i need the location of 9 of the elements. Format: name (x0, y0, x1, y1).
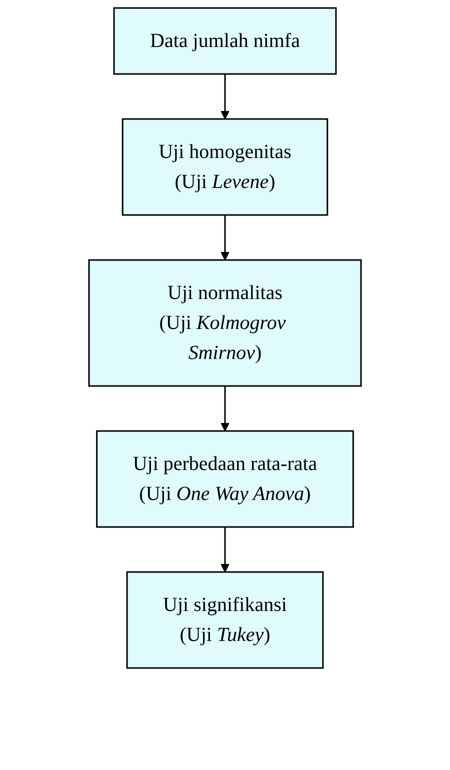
arrow (220, 74, 230, 120)
node-box: Uji perbedaan rata-rata (Uji One Way Anova) (96, 430, 354, 528)
node-box: Uji normalitas (Uji Kolmogrov Smirnov) (88, 259, 362, 387)
node-box: Data jumlah nimfa (113, 7, 337, 75)
arrow (220, 215, 230, 260)
arrow (220, 386, 230, 432)
node-box: Uji signifikansi (Uji Tukey) (126, 571, 324, 669)
arrow (220, 527, 230, 572)
node-box: Uji homogenitas (Uji Levene) (122, 118, 328, 216)
